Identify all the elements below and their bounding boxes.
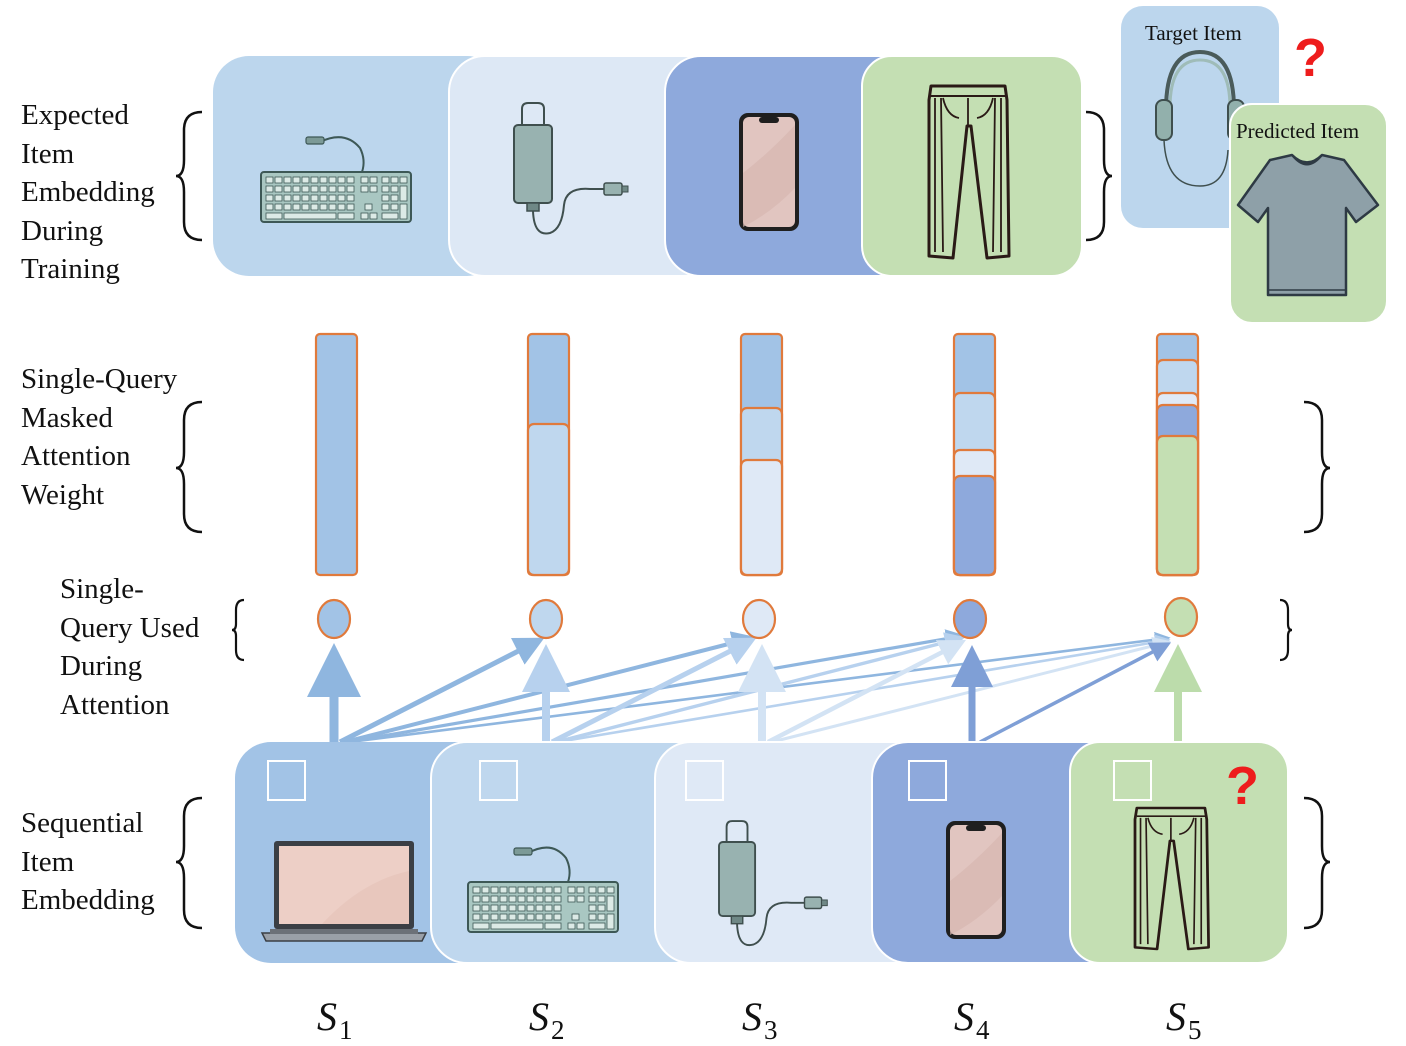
query-node-3	[741, 598, 777, 640]
brace-left-query	[231, 598, 245, 662]
attention-arrows	[307, 629, 1202, 745]
brace-right-top	[1085, 110, 1113, 242]
query-node-1	[316, 598, 352, 640]
step-label-1: S1	[317, 994, 353, 1045]
label-sequential-embedding: Sequential Item Embedding	[21, 807, 155, 916]
brace-left-sequence	[175, 796, 203, 930]
step-label-5: S5	[1166, 994, 1202, 1045]
attention-bar-1	[314, 332, 359, 577]
query-node-2	[528, 598, 564, 640]
brace-right-attention	[1303, 400, 1331, 534]
keyboard-icon	[260, 136, 412, 223]
question-mark-icon: ?	[1294, 28, 1327, 88]
step-label-3: S3	[742, 994, 778, 1045]
target-item-label: Target Item	[1145, 21, 1242, 45]
label-single-query: Single- Query Used During Attention	[60, 573, 200, 721]
query-node-4	[952, 598, 988, 640]
query-circles	[316, 596, 1199, 640]
checkbox-5	[1113, 760, 1152, 801]
step-label-4: S4	[954, 994, 990, 1045]
brace-right-sequence	[1303, 796, 1331, 930]
brace-left-attention	[175, 400, 203, 534]
predicted-item-label: Predicted Item	[1236, 119, 1360, 143]
expected-embedding-strip	[213, 55, 1083, 277]
smartphone-icon	[946, 821, 1006, 939]
expected-card-4	[861, 55, 1083, 277]
attention-bar-4-seg-c	[952, 474, 997, 577]
attention-bar-5-seg-d	[1155, 434, 1200, 577]
tshirt-icon	[1236, 153, 1380, 297]
sequence-embedding-strip	[235, 741, 1289, 964]
brace-right-query	[1279, 598, 1293, 662]
step-label-2: S2	[529, 994, 565, 1045]
attention-bars	[314, 332, 1200, 577]
checkbox-4	[908, 760, 947, 801]
question-mark-icon: ?	[1226, 756, 1259, 816]
smartphone-icon	[739, 113, 799, 231]
keyboard-icon	[467, 846, 619, 933]
brace-left-top	[175, 110, 203, 242]
label-expected-embedding: Expected Item Embedding During Training	[21, 99, 155, 285]
attention-bar-2-seg	[526, 422, 571, 577]
attention-bar-3-seg-b	[739, 458, 784, 577]
checkbox-3	[685, 760, 724, 801]
label-attention-weight: Single-Query Masked Attention Weight	[21, 363, 178, 511]
query-node-5	[1163, 596, 1199, 638]
checkbox-2	[479, 760, 518, 801]
checkbox-1	[267, 760, 306, 801]
laptop-icon	[261, 840, 427, 942]
